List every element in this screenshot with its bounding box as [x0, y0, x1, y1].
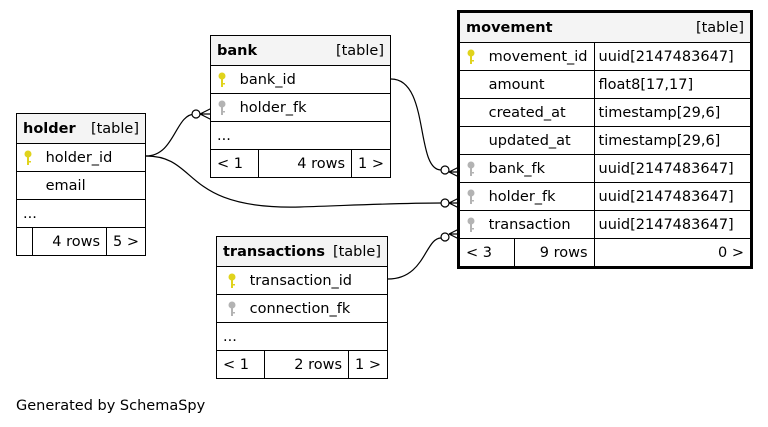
row-count: 4 rows — [257, 149, 353, 178]
row-count: 9 rows — [514, 238, 595, 267]
table-row[interactable]: holder_id — [16, 143, 146, 172]
column-name: bank_fk — [488, 160, 546, 177]
column-name: transaction_id — [249, 272, 353, 289]
table-row[interactable]: transaction_id — [216, 266, 388, 295]
table-type: [table] — [695, 19, 744, 36]
table-footer: < 1 4 rows 1 > — [210, 149, 391, 178]
column-type: timestamp[29,6] — [593, 126, 752, 155]
table-row[interactable]: ... — [216, 322, 388, 351]
table-row[interactable]: email — [16, 171, 146, 200]
primary-key-icon — [227, 273, 245, 289]
column-name: created_at — [488, 104, 566, 121]
table-name: holder — [23, 120, 76, 137]
column-name: amount — [488, 76, 545, 93]
generated-by-label: Generated by SchemaSpy — [16, 398, 206, 414]
foreign-key-icon — [466, 161, 484, 177]
table-name: movement — [466, 19, 553, 36]
children-count: 1 > — [351, 149, 391, 178]
children-count: 0 > — [593, 238, 752, 267]
column-type: uuid[2147483647] — [593, 154, 752, 183]
table-row[interactable]: connection_fk — [216, 294, 388, 323]
column-type: uuid[2147483647] — [593, 182, 752, 211]
parents-count — [16, 227, 33, 256]
column-name: transaction — [488, 216, 571, 233]
column-name: email — [45, 177, 86, 194]
table-transactions[interactable]: transactions [table] transaction_id conn… — [216, 236, 388, 379]
foreign-key-icon — [466, 189, 484, 205]
column-name: movement_id — [488, 48, 588, 65]
table-row[interactable]: ... — [210, 121, 391, 150]
table-row[interactable]: created_at timestamp[29,6] — [459, 98, 752, 127]
edge-optional-marker — [440, 232, 450, 242]
column-name: bank_id — [239, 71, 296, 88]
more-columns: ... — [210, 121, 391, 150]
column-type: float8[17,17] — [593, 70, 752, 99]
edge-bank-movement — [390, 78, 442, 171]
edge-transactions-movement — [387, 237, 442, 280]
column-type: timestamp[29,6] — [593, 98, 752, 127]
table-row[interactable]: bank_id — [210, 65, 391, 94]
table-footer: < 3 9 rows 0 > — [458, 238, 752, 267]
edge-holder-bank — [145, 113, 196, 157]
table-row[interactable]: holder_fk uuid[2147483647] — [459, 182, 752, 211]
table-holder[interactable]: holder [table] holder_id email ... 4 row… — [16, 113, 146, 256]
more-columns: ... — [216, 322, 388, 351]
table-row[interactable]: updated_at timestamp[29,6] — [459, 126, 752, 155]
table-footer: 4 rows 5 > — [16, 227, 146, 256]
edge-optional-marker — [191, 109, 201, 119]
table-bank[interactable]: bank [table] bank_id holder_fk ... < 1 4… — [210, 35, 391, 178]
edge-holder-movement — [145, 155, 442, 208]
table-row[interactable]: amount float8[17,17] — [459, 70, 752, 99]
table-header[interactable]: holder [table] — [16, 113, 146, 144]
table-row[interactable]: movement_id uuid[2147483647] — [459, 42, 752, 71]
column-name: holder_id — [45, 149, 113, 166]
table-header[interactable]: bank [table] — [210, 35, 391, 66]
children-count: 5 > — [106, 227, 146, 256]
parents-count: < 3 — [458, 238, 516, 267]
table-row[interactable]: holder_fk — [210, 93, 391, 122]
edge-optional-marker — [440, 198, 450, 208]
table-row[interactable]: ... — [16, 199, 146, 228]
table-row[interactable]: bank_fk uuid[2147483647] — [459, 154, 752, 183]
parents-count: < 1 — [216, 350, 265, 379]
foreign-key-icon — [466, 217, 484, 233]
children-count: 1 > — [348, 350, 388, 379]
table-footer: < 1 2 rows 1 > — [216, 350, 388, 379]
table-name: transactions — [223, 243, 326, 260]
row-count: 2 rows — [263, 350, 350, 379]
column-type: uuid[2147483647] — [593, 42, 752, 71]
table-type: [table] — [90, 120, 139, 137]
row-count: 4 rows — [31, 227, 108, 256]
primary-key-icon — [23, 150, 41, 166]
column-type: uuid[2147483647] — [593, 210, 752, 239]
table-name: bank — [217, 42, 258, 59]
foreign-key-icon — [227, 301, 245, 317]
parents-count: < 1 — [210, 149, 259, 178]
table-row[interactable]: transaction uuid[2147483647] — [459, 210, 752, 239]
foreign-key-icon — [217, 100, 235, 116]
column-name: holder_fk — [239, 99, 307, 116]
primary-key-icon — [217, 72, 235, 88]
table-header[interactable]: transactions [table] — [216, 236, 388, 267]
column-name: connection_fk — [249, 300, 351, 317]
column-name: updated_at — [488, 132, 571, 149]
table-movement[interactable]: movement [table] movement_id uuid[214748… — [457, 10, 753, 269]
more-columns: ... — [16, 199, 146, 228]
table-type: [table] — [332, 243, 381, 260]
primary-key-icon — [466, 49, 484, 65]
table-header[interactable]: movement [table] — [459, 12, 751, 43]
column-name: holder_fk — [488, 188, 556, 205]
edge-optional-marker — [440, 165, 450, 175]
table-type: [table] — [335, 42, 384, 59]
